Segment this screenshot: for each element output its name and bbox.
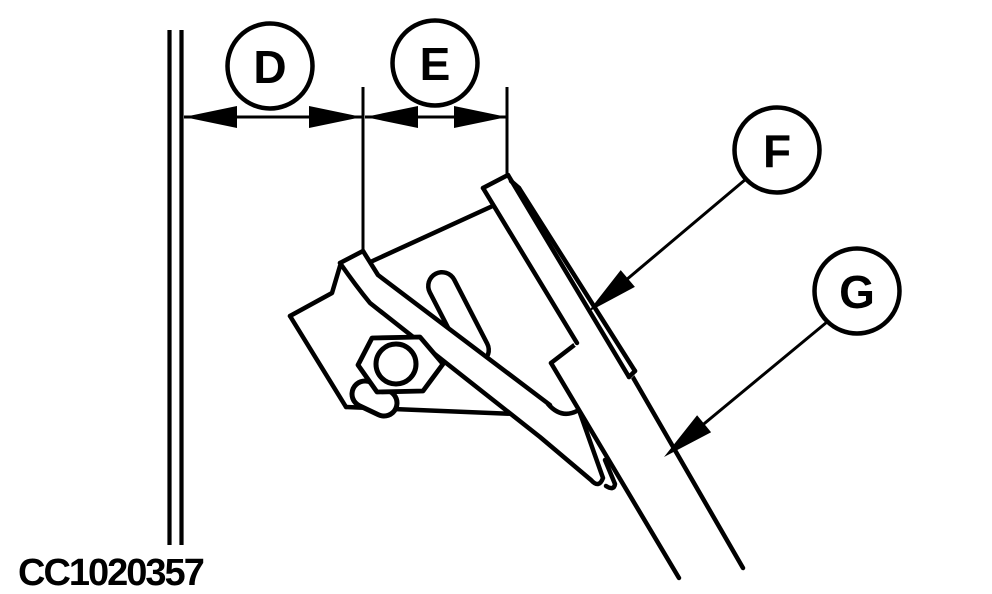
callout-balloon-e: E bbox=[390, 18, 480, 108]
bolt-and-nut bbox=[349, 334, 446, 419]
plate-strip-bottom-step bbox=[626, 368, 638, 380]
callout-balloon-f: F bbox=[732, 105, 822, 195]
rod-lower-edge bbox=[337, 260, 606, 487]
callout-balloon-g: G bbox=[812, 246, 902, 336]
rod-end-cut bbox=[337, 248, 366, 266]
rod-upper-edge bbox=[360, 248, 553, 408]
leader-g-arrowhead bbox=[664, 415, 712, 457]
figure-code: CC1020357 bbox=[18, 552, 204, 594]
callout-label-e: E bbox=[420, 38, 451, 90]
pedal-arm bbox=[548, 340, 746, 581]
leader-f-arrowhead bbox=[588, 270, 635, 312]
callout-label-g: G bbox=[839, 266, 875, 318]
reference-wall-line bbox=[167, 30, 184, 545]
pedal-arm-top-edge bbox=[548, 340, 580, 366]
bolt-end-circle bbox=[373, 341, 419, 387]
callout-circle-d bbox=[225, 21, 315, 111]
plate-strip-outer-edge bbox=[516, 185, 638, 374]
callout-circle-g bbox=[812, 246, 902, 336]
pin-face bbox=[430, 274, 487, 362]
callout-label-f: F bbox=[763, 125, 791, 177]
callout-circle-f bbox=[732, 105, 822, 195]
bracket-top-right-edge bbox=[363, 201, 500, 267]
leader-arrow-g bbox=[664, 320, 828, 457]
rod-fill bbox=[340, 251, 603, 485]
pedal-arm-right-edge bbox=[628, 371, 746, 571]
pedal-arm-left-edge bbox=[548, 360, 682, 581]
callout-balloon-d: D bbox=[225, 21, 315, 111]
leader-arrow-f bbox=[588, 177, 747, 312]
rod-fillet-arc bbox=[545, 401, 580, 417]
arrowhead-e-right bbox=[454, 106, 507, 128]
bracket-left-edge bbox=[287, 313, 349, 410]
arrowhead-e-left bbox=[365, 106, 418, 128]
callout-label-d: D bbox=[253, 41, 286, 93]
rod-tip-overlap bbox=[602, 457, 618, 491]
arrowhead-d-right bbox=[309, 106, 362, 128]
plate-top-edge bbox=[480, 172, 511, 191]
plate-left-edge bbox=[480, 185, 580, 346]
extension-lines bbox=[361, 87, 509, 251]
arrowhead-d-left bbox=[184, 106, 237, 128]
stop-plate bbox=[480, 172, 640, 382]
pivot-pin bbox=[426, 270, 491, 366]
callout-circle-e bbox=[390, 18, 480, 108]
bracket-top-left-edge bbox=[287, 263, 343, 319]
washer-face bbox=[354, 383, 395, 414]
pedal-arm-fill bbox=[551, 343, 744, 577]
plate-right-edge bbox=[505, 172, 632, 380]
adjusting-rod bbox=[337, 248, 606, 487]
dimension-arrow-d bbox=[184, 106, 362, 128]
dimension-arrow-e bbox=[365, 106, 507, 128]
